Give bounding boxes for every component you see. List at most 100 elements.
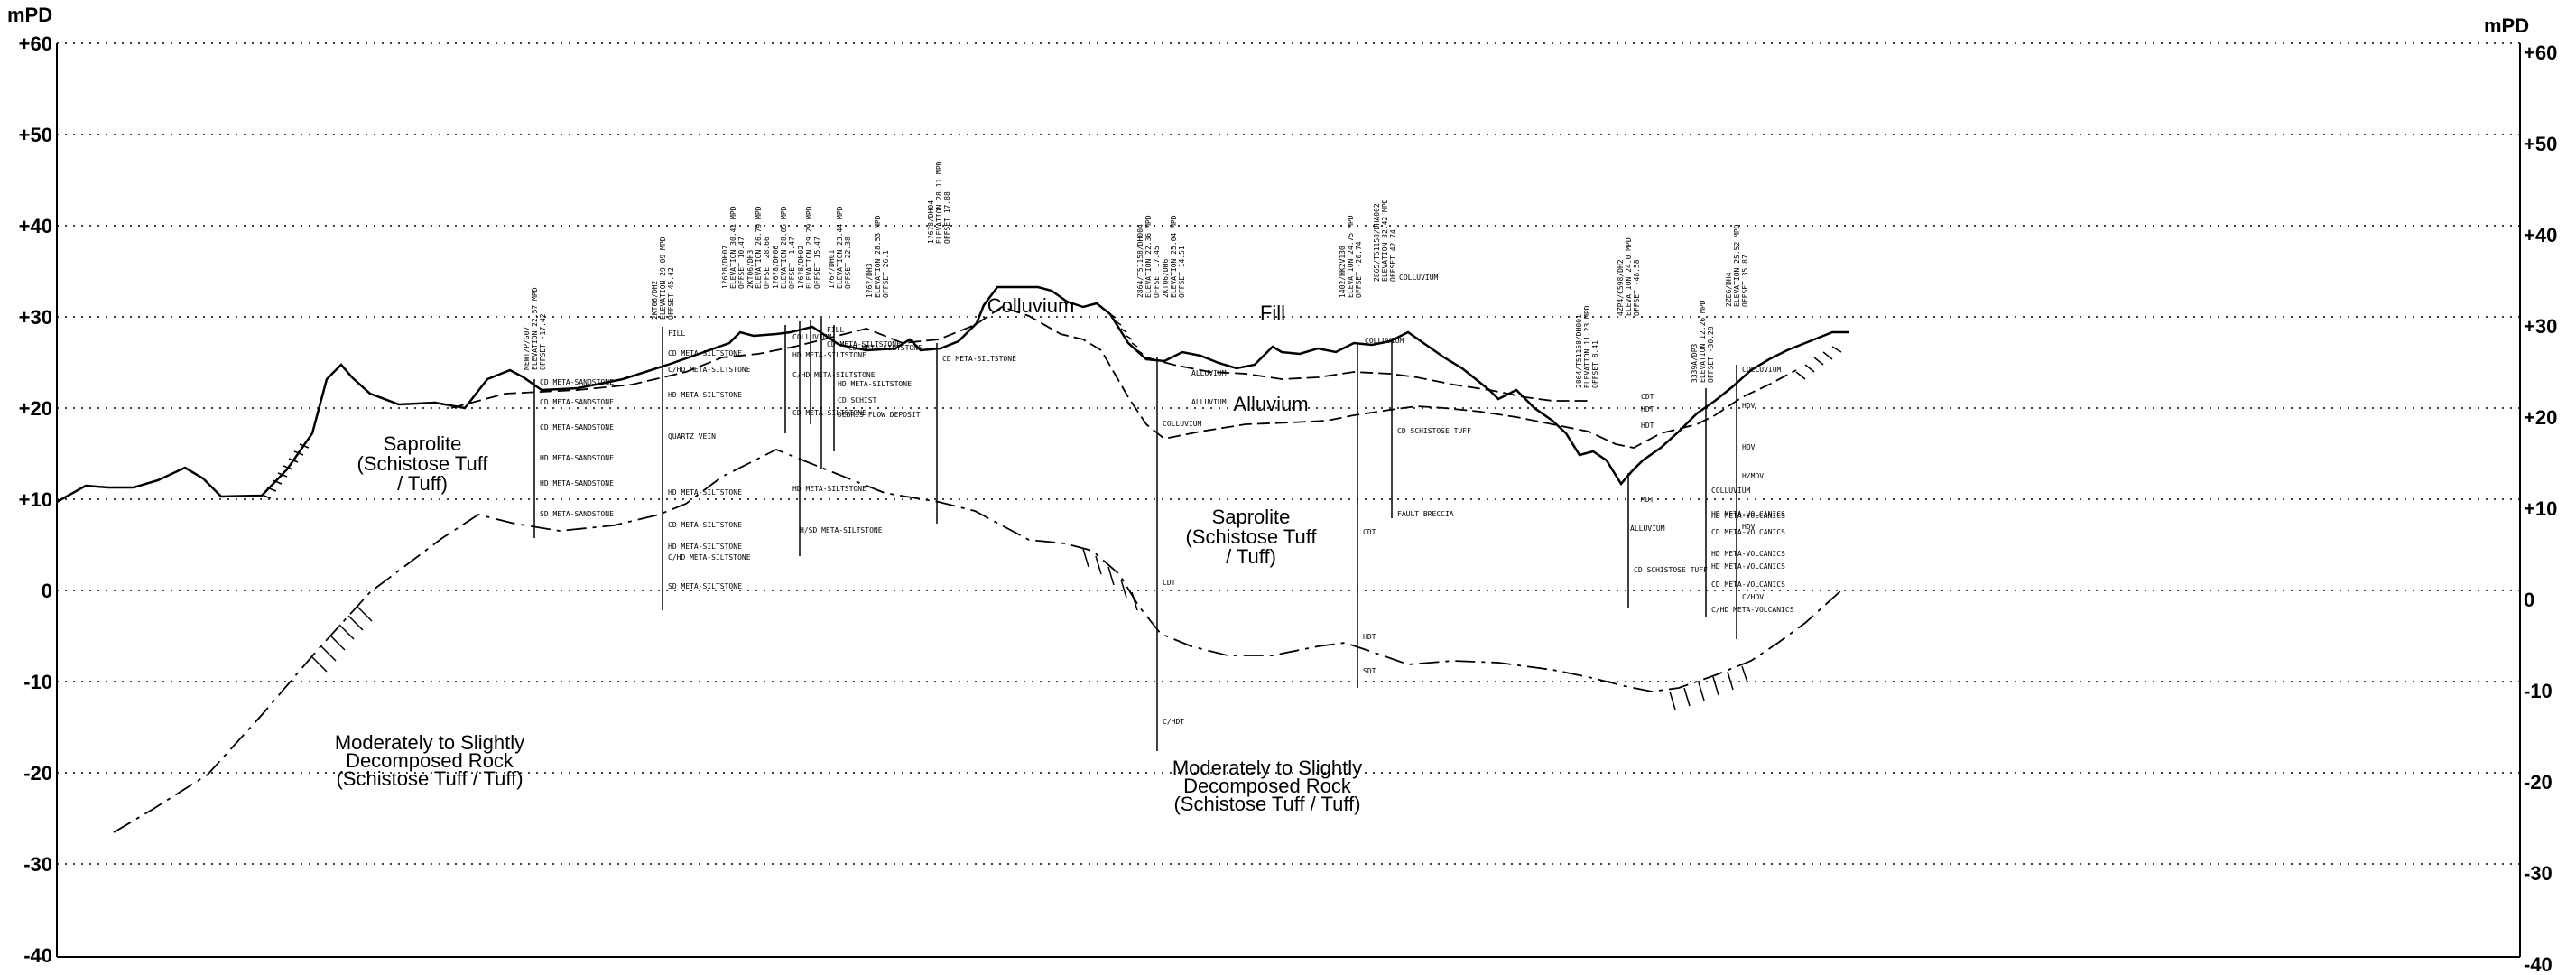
left-tick-label: 0 [42, 580, 52, 602]
borehole-header: 2865/T51158/DHA002ELEVATION 32.42 MPDOFF… [1373, 199, 1397, 282]
log-text: COLLUVIUM [1742, 366, 1782, 374]
log-text: CD META-SILTSTONE [848, 344, 922, 352]
right-tick-label: +20 [2524, 406, 2557, 429]
zone-label-saprolite-left: Saprolite(Schistose Tuff/ Tuff) [357, 432, 488, 495]
borehole-headers: NEWT/P/G07ELEVATION 22.57 MPDOFFSET -17.… [523, 161, 1749, 388]
log-text: HD META-SILTSTONE [838, 380, 912, 388]
left-tick-label: +10 [19, 488, 52, 511]
borehole-header: 1?6?8/DH02ELEVATION 29.29 MPDOFFSET 15.4… [797, 206, 821, 289]
log-text: HD META-SILTSTONE [668, 488, 742, 497]
superficial-base-line [450, 306, 1797, 449]
log-text: COLLUVIUM [1711, 487, 1751, 495]
right-tick-label: 0 [2524, 589, 2534, 611]
log-text: CDT [1363, 528, 1376, 536]
borehole-header: 1?6?8/DH06ELEVATION 28.05 MPDOFFSET -1.4… [772, 206, 796, 289]
log-text: CD META-VOLCANICS [1711, 528, 1785, 536]
log-text: HD META-SILTSTONE [792, 351, 866, 359]
log-text: CD SCHIST [838, 396, 877, 404]
slope-hatching [261, 313, 1842, 499]
log-text: HD META-VOLCANICS [1711, 510, 1785, 518]
borehole-header: 2864/T51158/DH004ELEVATION 22.36 MPDOFFS… [1136, 215, 1161, 298]
log-text: FILL [668, 330, 685, 338]
log-text: CD SCHISTOSE TUFF [1397, 427, 1471, 435]
log-text: C/HD META-SILTSTONE [668, 553, 751, 562]
log-text: HDV [1742, 523, 1756, 531]
rock-head-hatching [311, 548, 1748, 710]
log-text: C/HDT [1163, 718, 1184, 726]
right-tick-label: +40 [2524, 224, 2557, 246]
left-tick-label: +30 [19, 306, 52, 329]
log-text: ALLUVIUM [1191, 369, 1227, 377]
log-text: CD META-SILTSTONE [792, 409, 866, 417]
log-text: CD SCHISTOSE TUFF [1634, 566, 1708, 574]
right-tick-label: -40 [2524, 953, 2553, 975]
borehole-header: 2864/T51158/DH001ELEVATION 11.23 MPDOFFS… [1575, 305, 1599, 388]
borehole-header: NEWT/P/G07ELEVATION 22.57 MPDOFFSET -17.… [523, 287, 547, 370]
unit-label-left: mPD [7, 4, 52, 26]
log-text: CD META-SILTSTONE [827, 340, 901, 348]
right-tick-label: +30 [2524, 315, 2557, 338]
log-text: ALLUVIUM [1191, 398, 1227, 406]
log-text: HD META-VOLCANICS [1711, 550, 1785, 558]
log-text: ALLUVIUM [1630, 525, 1665, 533]
log-text: HDV [1742, 443, 1756, 451]
log-text: COLLUVIUM [1163, 420, 1202, 428]
left-axis-ticks: +60 +50 +40 +30 +20 +10 0 -10 -20 -30 -4… [19, 32, 52, 967]
right-tick-label: -10 [2524, 680, 2553, 702]
log-text: HD META-SANDSTONE [540, 454, 614, 462]
log-text: QUARTZ VEIN [668, 432, 716, 441]
left-tick-label: +60 [19, 32, 52, 55]
log-text: SDT [1363, 667, 1376, 675]
log-text: CDT [1163, 579, 1176, 587]
log-text: C/HD META-SILTSTONE [668, 366, 751, 374]
log-text: C/HDV [1742, 593, 1764, 601]
log-text: HDV [1742, 402, 1756, 410]
log-text: DEBRIS FLOW DEPOSIT [838, 411, 921, 419]
left-tick-label: -10 [23, 671, 52, 693]
zone-label-saprolite-center: Saprolite(Schistose Tuff/ Tuff) [1185, 506, 1317, 568]
left-tick-label: -30 [23, 853, 52, 876]
right-axis-ticks: +60 +50 +40 +30 +20 +10 0 -10 -20 -30 -4… [2524, 42, 2557, 975]
log-text: HD META-SANDSTONE [540, 479, 614, 488]
log-text: C/HD META-SILTSTONE [792, 371, 876, 379]
log-text: FAULT BRECCIA [1397, 510, 1454, 518]
borehole-header: 1?6?/DH3ELEVATION 28.53 MPDOFFSET 26.1 [866, 215, 890, 298]
log-text: COLLUVIUM [1399, 274, 1439, 282]
borehole-header: 1?6?/DH01ELEVATION 23.44 MPDOFFSET 22.38 [828, 206, 852, 289]
alluvium-base-line [1145, 357, 1589, 402]
borehole-header: 1402/HK2V130ELEVATION 24.75 MPDOFFSET -2… [1339, 215, 1363, 298]
log-text: CDT [1641, 393, 1654, 401]
left-tick-label: +40 [19, 215, 52, 237]
log-text: CD META-SILTSTONE [942, 355, 1016, 363]
left-tick-label: +50 [19, 124, 52, 146]
log-text: CD META-SILTSTONE [668, 521, 742, 529]
right-tick-label: +50 [2524, 133, 2557, 155]
log-text: CD META-SANDSTONE [540, 378, 614, 386]
log-text: COLLUVIUM [792, 333, 832, 341]
rock-head-line [113, 449, 1842, 833]
log-text: CD META-SANDSTONE [540, 423, 614, 432]
right-tick-label: +10 [2524, 497, 2557, 520]
log-text: H/MDV [1742, 472, 1764, 480]
borehole-header: 2KT06/DH2ELEVATION 29.09 MPDOFFSET 45.42 [651, 237, 675, 320]
left-tick-label: -40 [23, 944, 52, 967]
borehole-header: 2ZE6/DH4ELEVATION 25.52 MPDOFFSET 35.87 [1725, 224, 1749, 307]
log-text: HD META-VOLCANICS [1711, 512, 1785, 520]
log-text: HDT [1641, 422, 1654, 430]
borehole-header: 4ZP4/C598/DH2ELEVATION 24.0 MPDOFFSET -4… [1617, 237, 1641, 316]
borehole-header: 1?6?8/DH07ELEVATION 30.41 MPDOFFSET 10.4… [721, 206, 746, 289]
borehole-header: 1?6?8/DH04ELEVATION 28.11 MPDOFFSET 17.8… [927, 161, 951, 244]
log-text: HDT [1363, 633, 1376, 641]
zone-label-colluvium: Colluvium [987, 294, 1075, 317]
zone-labels: Saprolite(Schistose Tuff/ Tuff) Colluviu… [335, 294, 1362, 815]
log-text: FILL [827, 326, 844, 334]
log-text: SD META-SILTSTONE [668, 582, 742, 590]
log-text: SD META-SANDSTONE [540, 510, 614, 518]
left-tick-label: -20 [23, 762, 52, 785]
log-text: HD META-SILTSTONE [668, 543, 742, 551]
log-text: MDT [1641, 496, 1654, 504]
unit-label-right: mPD [2484, 14, 2529, 37]
right-tick-label: +60 [2524, 42, 2557, 64]
